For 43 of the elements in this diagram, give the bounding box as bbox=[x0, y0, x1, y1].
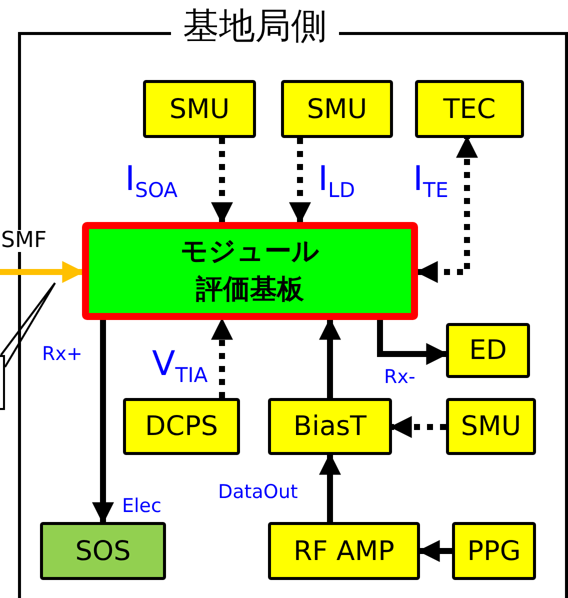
box-label: TEC bbox=[443, 94, 496, 124]
box-label: RF AMP bbox=[294, 536, 394, 566]
edge-label: SMF bbox=[0, 230, 48, 252]
edge-label: I$_{TE}$ bbox=[413, 162, 448, 201]
process-box bbox=[415, 80, 524, 138]
arrow bbox=[416, 136, 478, 283]
process-box bbox=[446, 323, 530, 378]
edge-label: Rx+ bbox=[42, 345, 82, 364]
edge-label: Rx- bbox=[384, 368, 416, 387]
box-label: モジュール評価基板 bbox=[180, 235, 320, 307]
arrow bbox=[418, 540, 452, 562]
process-box bbox=[268, 522, 420, 580]
process-box bbox=[452, 522, 536, 580]
box-label: BiasT bbox=[293, 411, 367, 442]
arrow bbox=[0, 261, 84, 283]
board-box bbox=[82, 222, 418, 320]
arrow bbox=[390, 416, 446, 438]
process-box bbox=[123, 398, 240, 455]
arrow bbox=[289, 138, 311, 224]
process-box bbox=[143, 80, 256, 138]
edge-label: V$_{TIA}$ bbox=[152, 347, 208, 386]
edge-label: I$_{LD}$ bbox=[318, 162, 356, 201]
box-label: SMU bbox=[169, 94, 230, 124]
box-label: SOS bbox=[75, 536, 131, 566]
process-box bbox=[268, 398, 392, 455]
process-box bbox=[281, 80, 393, 138]
box-label: SMU bbox=[460, 411, 522, 442]
arrow bbox=[211, 318, 233, 398]
box-label: PPG bbox=[467, 536, 521, 566]
process-box bbox=[446, 398, 536, 455]
box-label: ED bbox=[469, 335, 507, 366]
process-box bbox=[40, 522, 166, 580]
arrow bbox=[377, 320, 448, 365]
arrow bbox=[319, 452, 341, 522]
box-label: DCPS bbox=[144, 411, 218, 442]
signal-label: Elec bbox=[122, 497, 162, 516]
arrow bbox=[211, 138, 233, 224]
box-label: SMU bbox=[306, 94, 368, 124]
edge-label: DataOut bbox=[218, 483, 298, 502]
arrow bbox=[319, 318, 341, 398]
arrow bbox=[92, 320, 114, 524]
leader-line bbox=[0, 282, 56, 368]
edge-label: I$_{SOA}$ bbox=[125, 162, 178, 201]
